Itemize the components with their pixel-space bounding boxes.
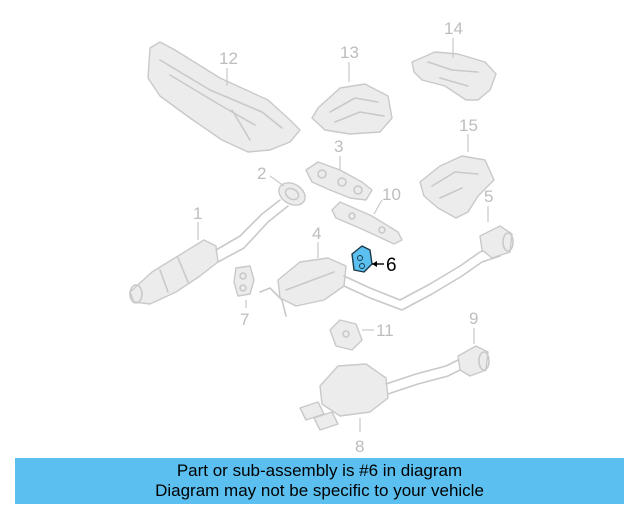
part-4-center-muffler [259, 245, 501, 317]
label-11: 11 [376, 321, 394, 340]
part-1-catalytic-converter [129, 199, 289, 305]
label-7: 7 [240, 310, 249, 329]
part-7-hanger [233, 265, 255, 297]
info-banner: Part or sub-assembly is #6 in diagram Di… [15, 458, 624, 504]
label-1: 1 [193, 204, 202, 223]
leader-line-2 [269, 175, 285, 187]
label-2: 2 [257, 164, 266, 183]
label-14: 14 [444, 19, 463, 38]
label-10: 10 [382, 185, 401, 204]
part-10-bracket [331, 201, 403, 245]
arrowhead-6 [372, 261, 377, 267]
label-8: 8 [355, 437, 364, 456]
part-13-heat-shield [311, 83, 393, 135]
part-9-clamp [457, 345, 490, 377]
part-5-clamp [479, 225, 514, 259]
part-12-heat-shield [147, 41, 301, 153]
part-11-bracket [329, 319, 363, 351]
part-15-heat-shield [419, 155, 495, 219]
label-13: 13 [340, 43, 359, 62]
label-5: 5 [484, 187, 493, 206]
part-6-highlighted-hanger [351, 245, 373, 273]
banner-line-2: Diagram may not be specific to your vehi… [155, 481, 484, 500]
label-12: 12 [219, 49, 238, 68]
label-6: 6 [386, 255, 397, 276]
part-14-heat-shield [411, 51, 497, 101]
leader-line-10 [373, 199, 383, 215]
part-2-gasket [278, 182, 306, 206]
banner-line-1: Part or sub-assembly is #6 in diagram [176, 461, 463, 480]
part-8-rear-muffler [299, 359, 461, 431]
label-4: 4 [312, 224, 321, 243]
label-15: 15 [459, 116, 478, 135]
label-3: 3 [334, 137, 343, 156]
part-3-gasket [305, 161, 373, 201]
label-9: 9 [469, 309, 478, 328]
exhaust-parts-diagram: 12 13 14 15 3 2 10 [129, 19, 514, 456]
